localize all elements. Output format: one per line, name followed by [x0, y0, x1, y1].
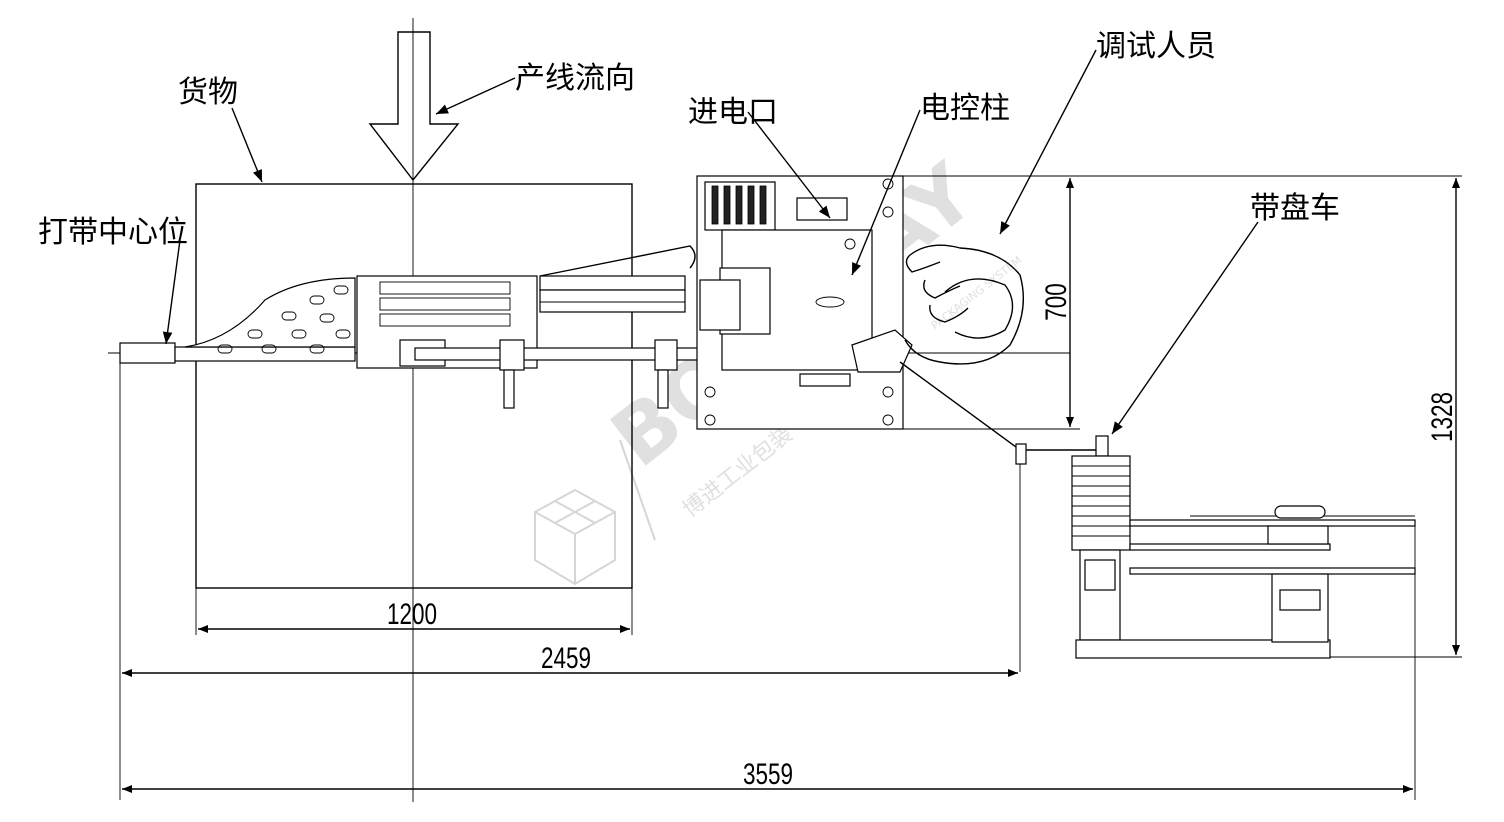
label-strap-center: 打带中心位	[38, 215, 188, 250]
label-operator: 调试人员	[1096, 29, 1216, 64]
dim-cargo-width: 1200	[387, 597, 437, 631]
dimension-lines	[119, 178, 1460, 800]
operator-figure	[904, 244, 1025, 365]
cargo-outline	[195, 183, 633, 589]
label-cargo: 货物	[178, 75, 238, 110]
dim-total-width: 3559	[743, 757, 793, 791]
reel-cart	[899, 361, 1416, 659]
leader-lines	[162, 49, 1259, 435]
dim-total-depth: 1328	[1425, 392, 1459, 442]
watermark-logo-icon	[534, 488, 616, 586]
label-power-inlet: 进电口	[688, 95, 778, 130]
dim-main-width: 2459	[541, 641, 591, 675]
control-cabinet	[696, 175, 913, 430]
label-reel-cart: 带盘车	[1250, 191, 1340, 226]
label-control-cabinet: 电控柱	[920, 91, 1010, 126]
flow-arrow-icon	[368, 31, 460, 182]
label-flow-direction: 产线流向	[515, 61, 635, 96]
dim-operator-depth: 700	[1039, 283, 1073, 321]
